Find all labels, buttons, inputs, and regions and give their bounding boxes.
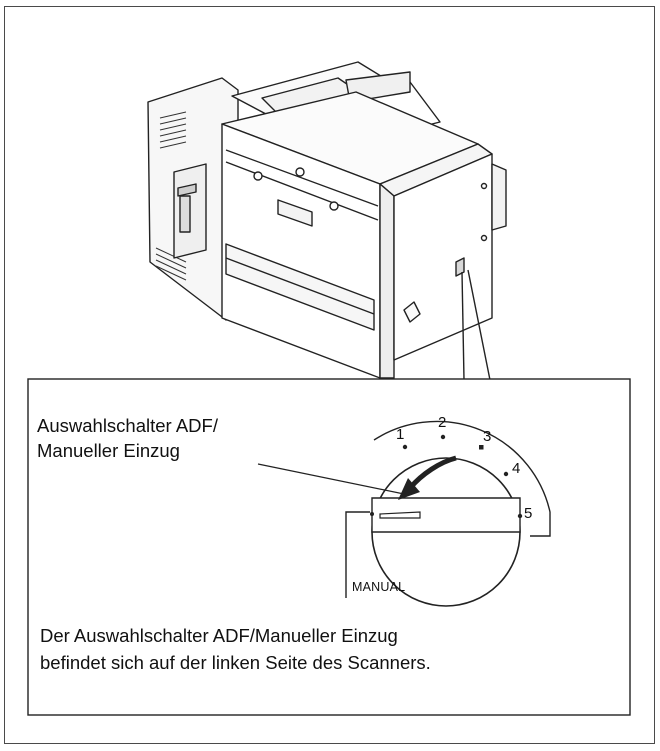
dial-position-3: 3 xyxy=(483,428,492,445)
selector-switch-label: Auswahlschalter ADF/ Manueller Einzug xyxy=(37,415,218,461)
document-exit-slot xyxy=(225,243,375,331)
dial-position-5: 5 xyxy=(524,505,533,522)
vent-grille-top xyxy=(159,111,187,149)
label-leader xyxy=(257,463,405,495)
figure-caption: Der Auswahlschalter ADF/Manueller Einzug… xyxy=(40,625,431,673)
scanner-right-panel xyxy=(379,183,395,379)
detail-box xyxy=(27,378,631,716)
dial-position-2: 2 xyxy=(438,414,447,431)
dial-bar xyxy=(371,497,521,533)
selector-switch-location xyxy=(455,257,465,277)
callout-leader xyxy=(461,269,491,381)
connector-port xyxy=(179,195,191,233)
front-handle xyxy=(277,199,313,227)
vent-grille-bottom xyxy=(155,247,187,281)
dial-position-4: 4 xyxy=(512,460,521,477)
manual-label: MANUAL xyxy=(352,580,406,594)
scanner-side-panel xyxy=(393,153,493,361)
dial-position-1: 1 xyxy=(396,426,405,443)
manual-bracket xyxy=(345,511,370,598)
dial-scale-arc xyxy=(373,420,551,537)
